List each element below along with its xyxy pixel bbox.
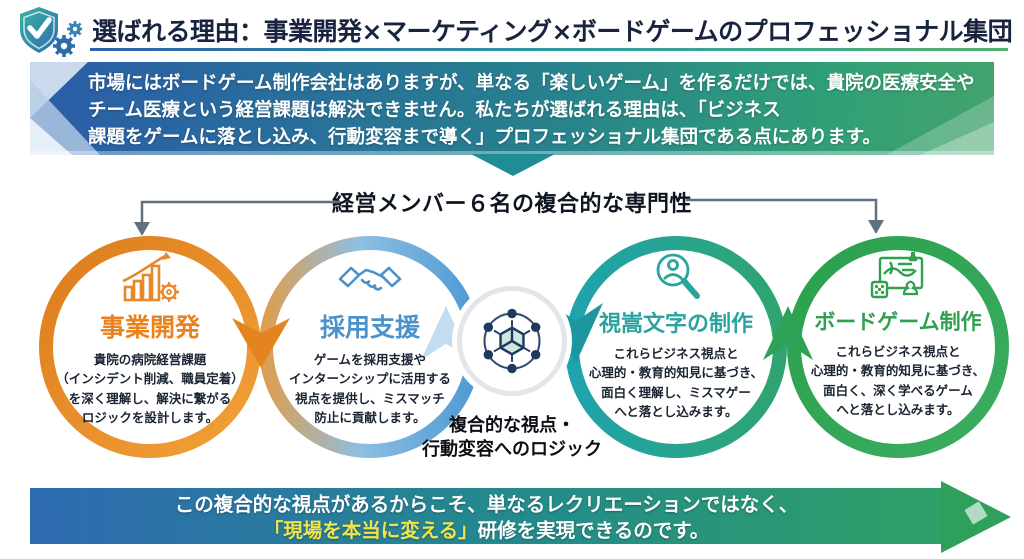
body-line: 面白く理解し、ミスマゲー — [601, 384, 751, 400]
circle-body: これらビジネス視点と 心理的・教育的知見に基づき、 面白く、深く学べるゲーム へ… — [788, 342, 1008, 420]
body-line: 心理的・教育的知見に基づき、 — [588, 365, 764, 381]
intro-text: 市場にはボードゲーム制作会社はありますが、単なる「楽しいゲーム」を作るだけでは、… — [88, 70, 975, 151]
intro-banner: 市場にはボードゲーム制作会社はありますが、単なる「楽しいゲーム」を作るだけでは、… — [30, 62, 994, 155]
diagram-title: 経営メンバー６名の複合的な専門性 — [331, 192, 692, 217]
body-line: へと落とし込みます。 — [836, 402, 960, 418]
handshake-icon — [260, 250, 480, 306]
board-game-icon — [788, 248, 1008, 304]
banner-facet-decoration — [30, 62, 994, 155]
circle-title: ボードゲーム制作 — [814, 310, 982, 334]
body-line: ゲームを採用支援や — [313, 352, 427, 367]
circle-recruiting-support: 採用支援 ゲームを採用支援や インターンシップに活用する 視点を提供し、ミスマッ… — [260, 250, 480, 428]
intro-line: チーム医療という経営課題は解決できません。私たちが選ばれる理由は、「ビジネス — [88, 100, 781, 121]
intro-line: 市場にはボードゲーム制作会社はありますが、単なる「楽しいゲーム」を作るだけでは、… — [88, 73, 975, 94]
circle-title: 視嵩文字の制作 — [598, 312, 753, 337]
circle-title: 事業開発 — [99, 313, 200, 342]
conclusion-rest: 研修を実現できるのです。 — [477, 519, 710, 542]
body-line: 貴院の病院経営課題 — [93, 352, 207, 367]
title-underline — [90, 48, 1008, 51]
circle-body: これらビジネス視点と 心理的・教育的知見に基づき、 面白く理解し、ミスマゲー へ… — [566, 344, 786, 422]
hub-label: 複合的な視点・ 行動変容へのロジック — [382, 414, 642, 463]
growth-chart-gear-icon — [30, 250, 270, 306]
page-title: 選ばれる理由：事業開発×マーケティング×ボードゲームのプロフェッショナル集団 — [92, 17, 1013, 46]
network-cube-icon — [483, 308, 541, 374]
intro-line: 課題をゲームに落とし込み、行動変容まで導く」プロフェッショナル集団である点にあり… — [88, 127, 881, 148]
conclusion-highlight: 「現場を本当に変える」 — [263, 519, 478, 542]
body-line: ロジックを設計します。 — [81, 410, 219, 426]
circle-content-creation: 視嵩文字の制作 これらビジネス視点と 心理的・教育的知見に基づき、 面白く理解し… — [566, 248, 786, 422]
down-pointer-triangle — [471, 154, 555, 176]
hub-circle — [462, 291, 562, 391]
circle-boardgame-creation: ボードゲーム制作 これらビジネス視点と 心理的・教育的知見に基づき、 面白く、深… — [788, 248, 1008, 420]
circle-business-development: 事業開発 貴院の病院経営課題 （インシデント削減、職員定着） を深く理解し、解決… — [30, 250, 270, 428]
conclusion-text: この複合的な視点があるからこそ、単なるレクリエーションではなく、 「現場を本当に… — [30, 492, 943, 544]
conclusion-banner — [30, 488, 943, 544]
circle-body: ゲームを採用支援や インターンシップに活用する 視点を提供し、ミスマッチ 防止に… — [260, 350, 480, 428]
body-line: これらビジネス視点と — [835, 344, 961, 359]
bracket-arrow-right — [686, 198, 884, 234]
body-line: 視点を提供し、ミスマッチ — [295, 390, 445, 406]
conclusion-line: この複合的な視点があるからこそ、単なるレクリエーションではなく、 — [174, 493, 799, 516]
body-line: これらビジネス視点と — [613, 346, 739, 361]
shield-check-gears-icon — [20, 7, 82, 57]
body-line: インターンシップに活用する — [289, 371, 451, 387]
body-line: 心理的・教育的知見に基づき、 — [810, 363, 986, 379]
body-line: 防止に貢献します。 — [314, 410, 426, 426]
body-line: を深く理解し、解決に繋がる — [68, 390, 232, 406]
hub-label-line: 行動変容へのロジック — [422, 439, 602, 461]
hub-label-line: 複合的な視点・ — [449, 415, 575, 436]
body-line: 面白く、深く学べるゲーム — [823, 382, 973, 398]
body-line: へと落とし込みます。 — [614, 404, 738, 420]
circle-body: 貴院の病院経営課題 （インシデント削減、職員定着） を深く理解し、解決に繋がる … — [30, 350, 270, 428]
bracket-arrow-left — [134, 200, 340, 236]
magnifier-person-icon — [566, 248, 786, 304]
conclusion-line: 「現場を本当に変える」研修を実現できるのです。 — [30, 518, 943, 544]
body-line: （インシデント削減、職員定着） — [56, 371, 244, 387]
circle-title: 採用支援 — [319, 313, 420, 342]
